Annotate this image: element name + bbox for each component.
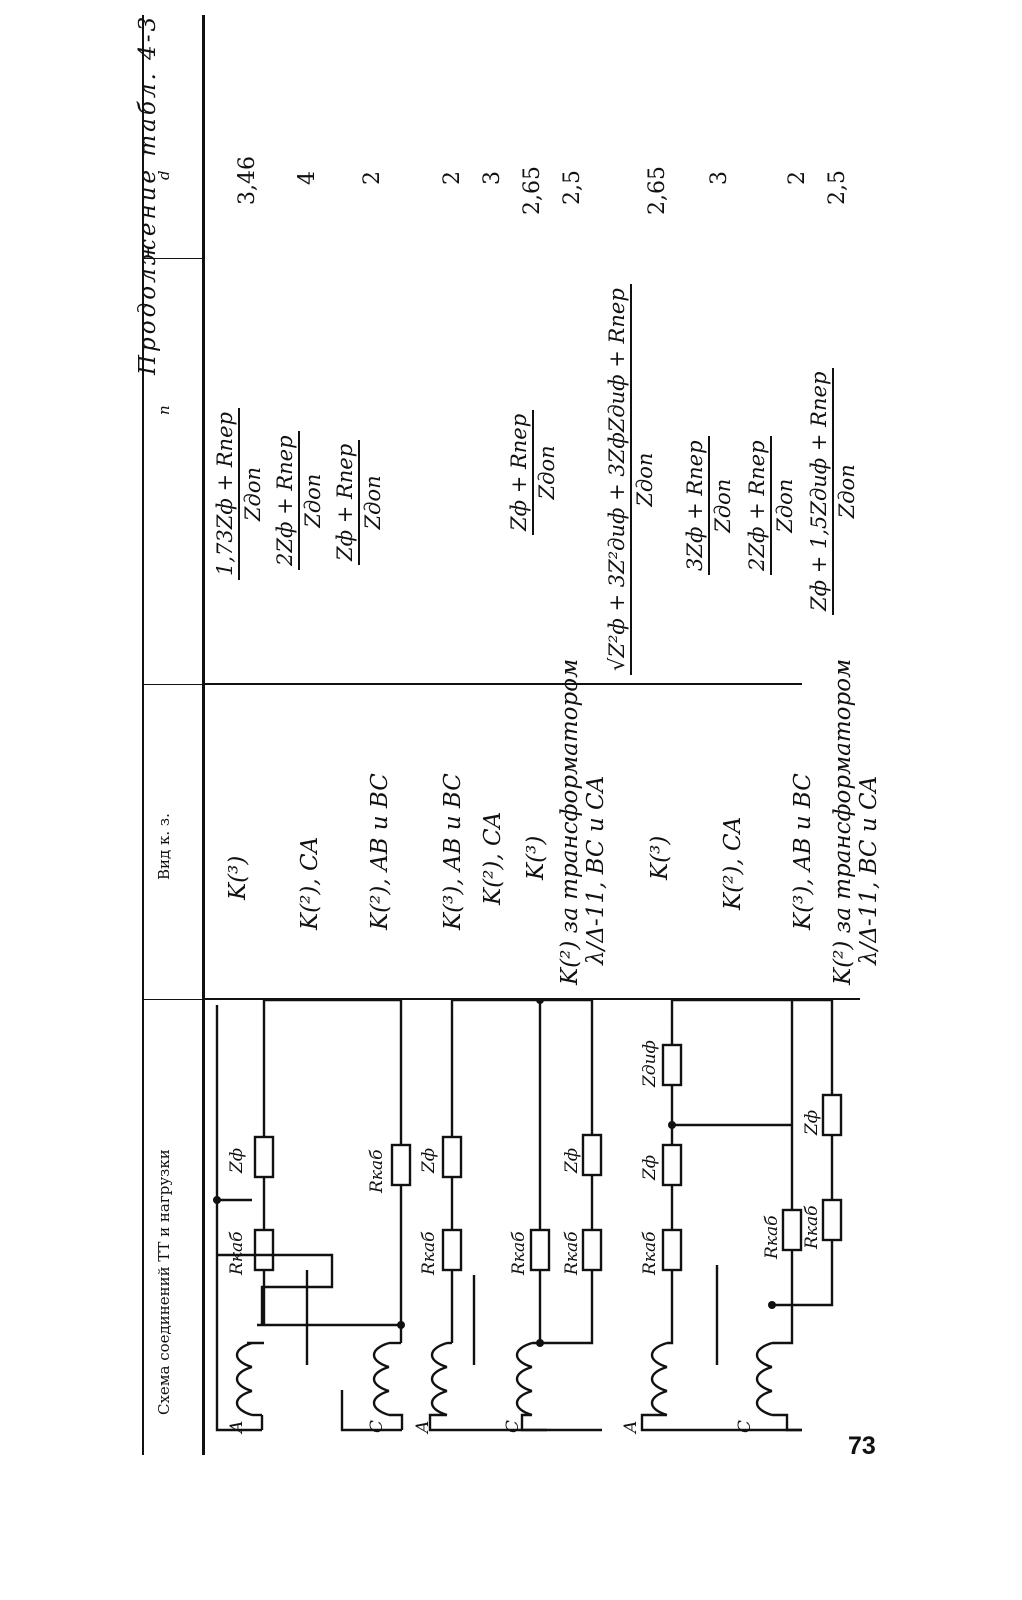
n-8-numerator: √Z²ф + 3Z²диф + 3ZфZдиф + Rпер — [605, 284, 632, 675]
n-3-denominator: Zдоп — [361, 475, 385, 530]
fault-11: K(²) за трансформатором — [830, 658, 856, 985]
n-2-denominator: Zдоп — [301, 473, 325, 528]
label-zf-3b: Zф — [802, 1110, 822, 1136]
n-formula-2: 2Zф + Rпер Zдоп — [273, 431, 325, 570]
d-value-9: 3 — [707, 171, 732, 185]
d-value-3: 2 — [360, 171, 385, 185]
d-value-5: 3 — [480, 171, 505, 185]
fault-3: K(²), AB и BC — [367, 773, 393, 930]
fault-10: K(³), AB и BC — [790, 773, 816, 930]
n-9-numerator: 3Zф + Rпер — [683, 436, 710, 575]
fault-11-line2: λ/Δ-11, BC и CA — [856, 775, 882, 965]
col-divider-1 — [142, 999, 202, 1000]
label-rkab-3b: Rкаб — [762, 1215, 782, 1260]
n-formula-6: Zф + Rпер Zдоп — [507, 409, 559, 535]
n-formula-11: Zф + 1,5Zдиф + Rпер Zдоп — [807, 367, 859, 615]
n-1-numerator: 1,73Zф + Rпер — [213, 408, 240, 580]
n-formula-10: 2Zф + Rпер Zдоп — [745, 436, 797, 575]
n-9-denominator: Zдоп — [711, 478, 735, 533]
col-divider-3 — [142, 258, 202, 259]
label-zdif-3: Zдиф — [640, 1040, 660, 1088]
label-rkab-2: Rкаб — [419, 1231, 439, 1276]
fault-2: K(²), CA — [297, 836, 323, 930]
table-caption: Продолжение табл. 4-3 — [135, 13, 161, 375]
fault-8: K(³) — [647, 835, 673, 880]
label-c-2: C — [503, 1420, 523, 1433]
fault-9: K(²), CA — [720, 816, 746, 910]
label-rkab-1: Rкаб — [227, 1231, 247, 1276]
d-value-2: 4 — [295, 171, 320, 185]
n-8-denominator: Zдоп — [633, 452, 657, 507]
fault-5: K(²), CA — [480, 811, 506, 905]
header-scheme: Схема соединений ТТ и нагрузки — [155, 1149, 173, 1415]
d-value-4: 2 — [440, 171, 465, 185]
d-value-11: 2,5 — [825, 170, 850, 205]
fault-1: K(³) — [225, 855, 251, 900]
label-zf-2: Zф — [419, 1148, 439, 1174]
n-11-numerator: Zф + 1,5Zдиф + Rпер — [807, 367, 834, 615]
label-rkab-2b: Rкаб — [509, 1231, 529, 1276]
label-rkab-2c: Rкаб — [562, 1231, 582, 1276]
fault-4: K(³), AB и BC — [440, 773, 466, 930]
label-rkab-1b: Rкаб — [367, 1149, 387, 1194]
n-6-denominator: Zдоп — [535, 445, 559, 500]
n-11-denominator: Zдоп — [835, 464, 859, 519]
n-6-numerator: Zф + Rпер — [507, 409, 534, 535]
n-10-denominator: Zдоп — [773, 478, 797, 533]
label-zf-1: Zф — [227, 1148, 247, 1174]
d-value-7: 2,5 — [560, 170, 585, 205]
n-formula-9: 3Zф + Rпер Zдоп — [683, 436, 735, 575]
n-3-numerator: Zф + Rпер — [333, 439, 360, 565]
ct-connection-diagrams: A C Rкаб Zф Rкаб A C Rкаб Zф Rкаб Rкаб Z… — [213, 1000, 843, 1435]
rotated-table-page: Продолжение табл. 4-3 Схема соединений Т… — [135, 13, 895, 1455]
header-fault: Вид к. з. — [155, 813, 173, 880]
d-value-8: 2,65 — [645, 166, 670, 215]
label-a-1: A — [227, 1421, 247, 1435]
header-d: d — [155, 170, 173, 180]
d-value-6: 2,65 — [520, 166, 545, 215]
label-zf-2b: Zф — [562, 1148, 582, 1174]
fault-6: K(³) — [523, 835, 549, 880]
label-zf-3: Zф — [640, 1155, 660, 1181]
d-value-1: 3,46 — [235, 156, 260, 205]
col-rule-fault — [202, 683, 802, 685]
label-c-3: C — [735, 1420, 755, 1433]
n-formula-1: 1,73Zф + Rпер Zдоп — [213, 408, 265, 580]
label-a-2: A — [413, 1421, 433, 1435]
label-a-3: A — [621, 1421, 641, 1435]
label-rkab-3: Rкаб — [640, 1231, 660, 1276]
n-2-numerator: 2Zф + Rпер — [273, 431, 300, 570]
label-c-1: C — [367, 1420, 387, 1433]
n-formula-8: √Z²ф + 3Z²диф + 3ZфZдиф + Rпер Zдоп — [605, 284, 657, 675]
fault-7: K(²) за трансформатором — [557, 658, 583, 985]
d-value-10: 2 — [785, 171, 810, 185]
n-1-denominator: Zдоп — [241, 466, 265, 522]
n-formula-3: Zф + Rпер Zдоп — [333, 439, 385, 565]
col-divider-2 — [142, 684, 202, 685]
fault-7-line2: λ/Δ-11, BC и CA — [583, 775, 609, 965]
label-rkab-3c: Rкаб — [802, 1205, 822, 1250]
page-number: 73 — [848, 1432, 876, 1460]
header-n: n — [155, 405, 173, 415]
header-rule-top — [142, 15, 144, 1455]
n-10-numerator: 2Zф + Rпер — [745, 436, 772, 575]
